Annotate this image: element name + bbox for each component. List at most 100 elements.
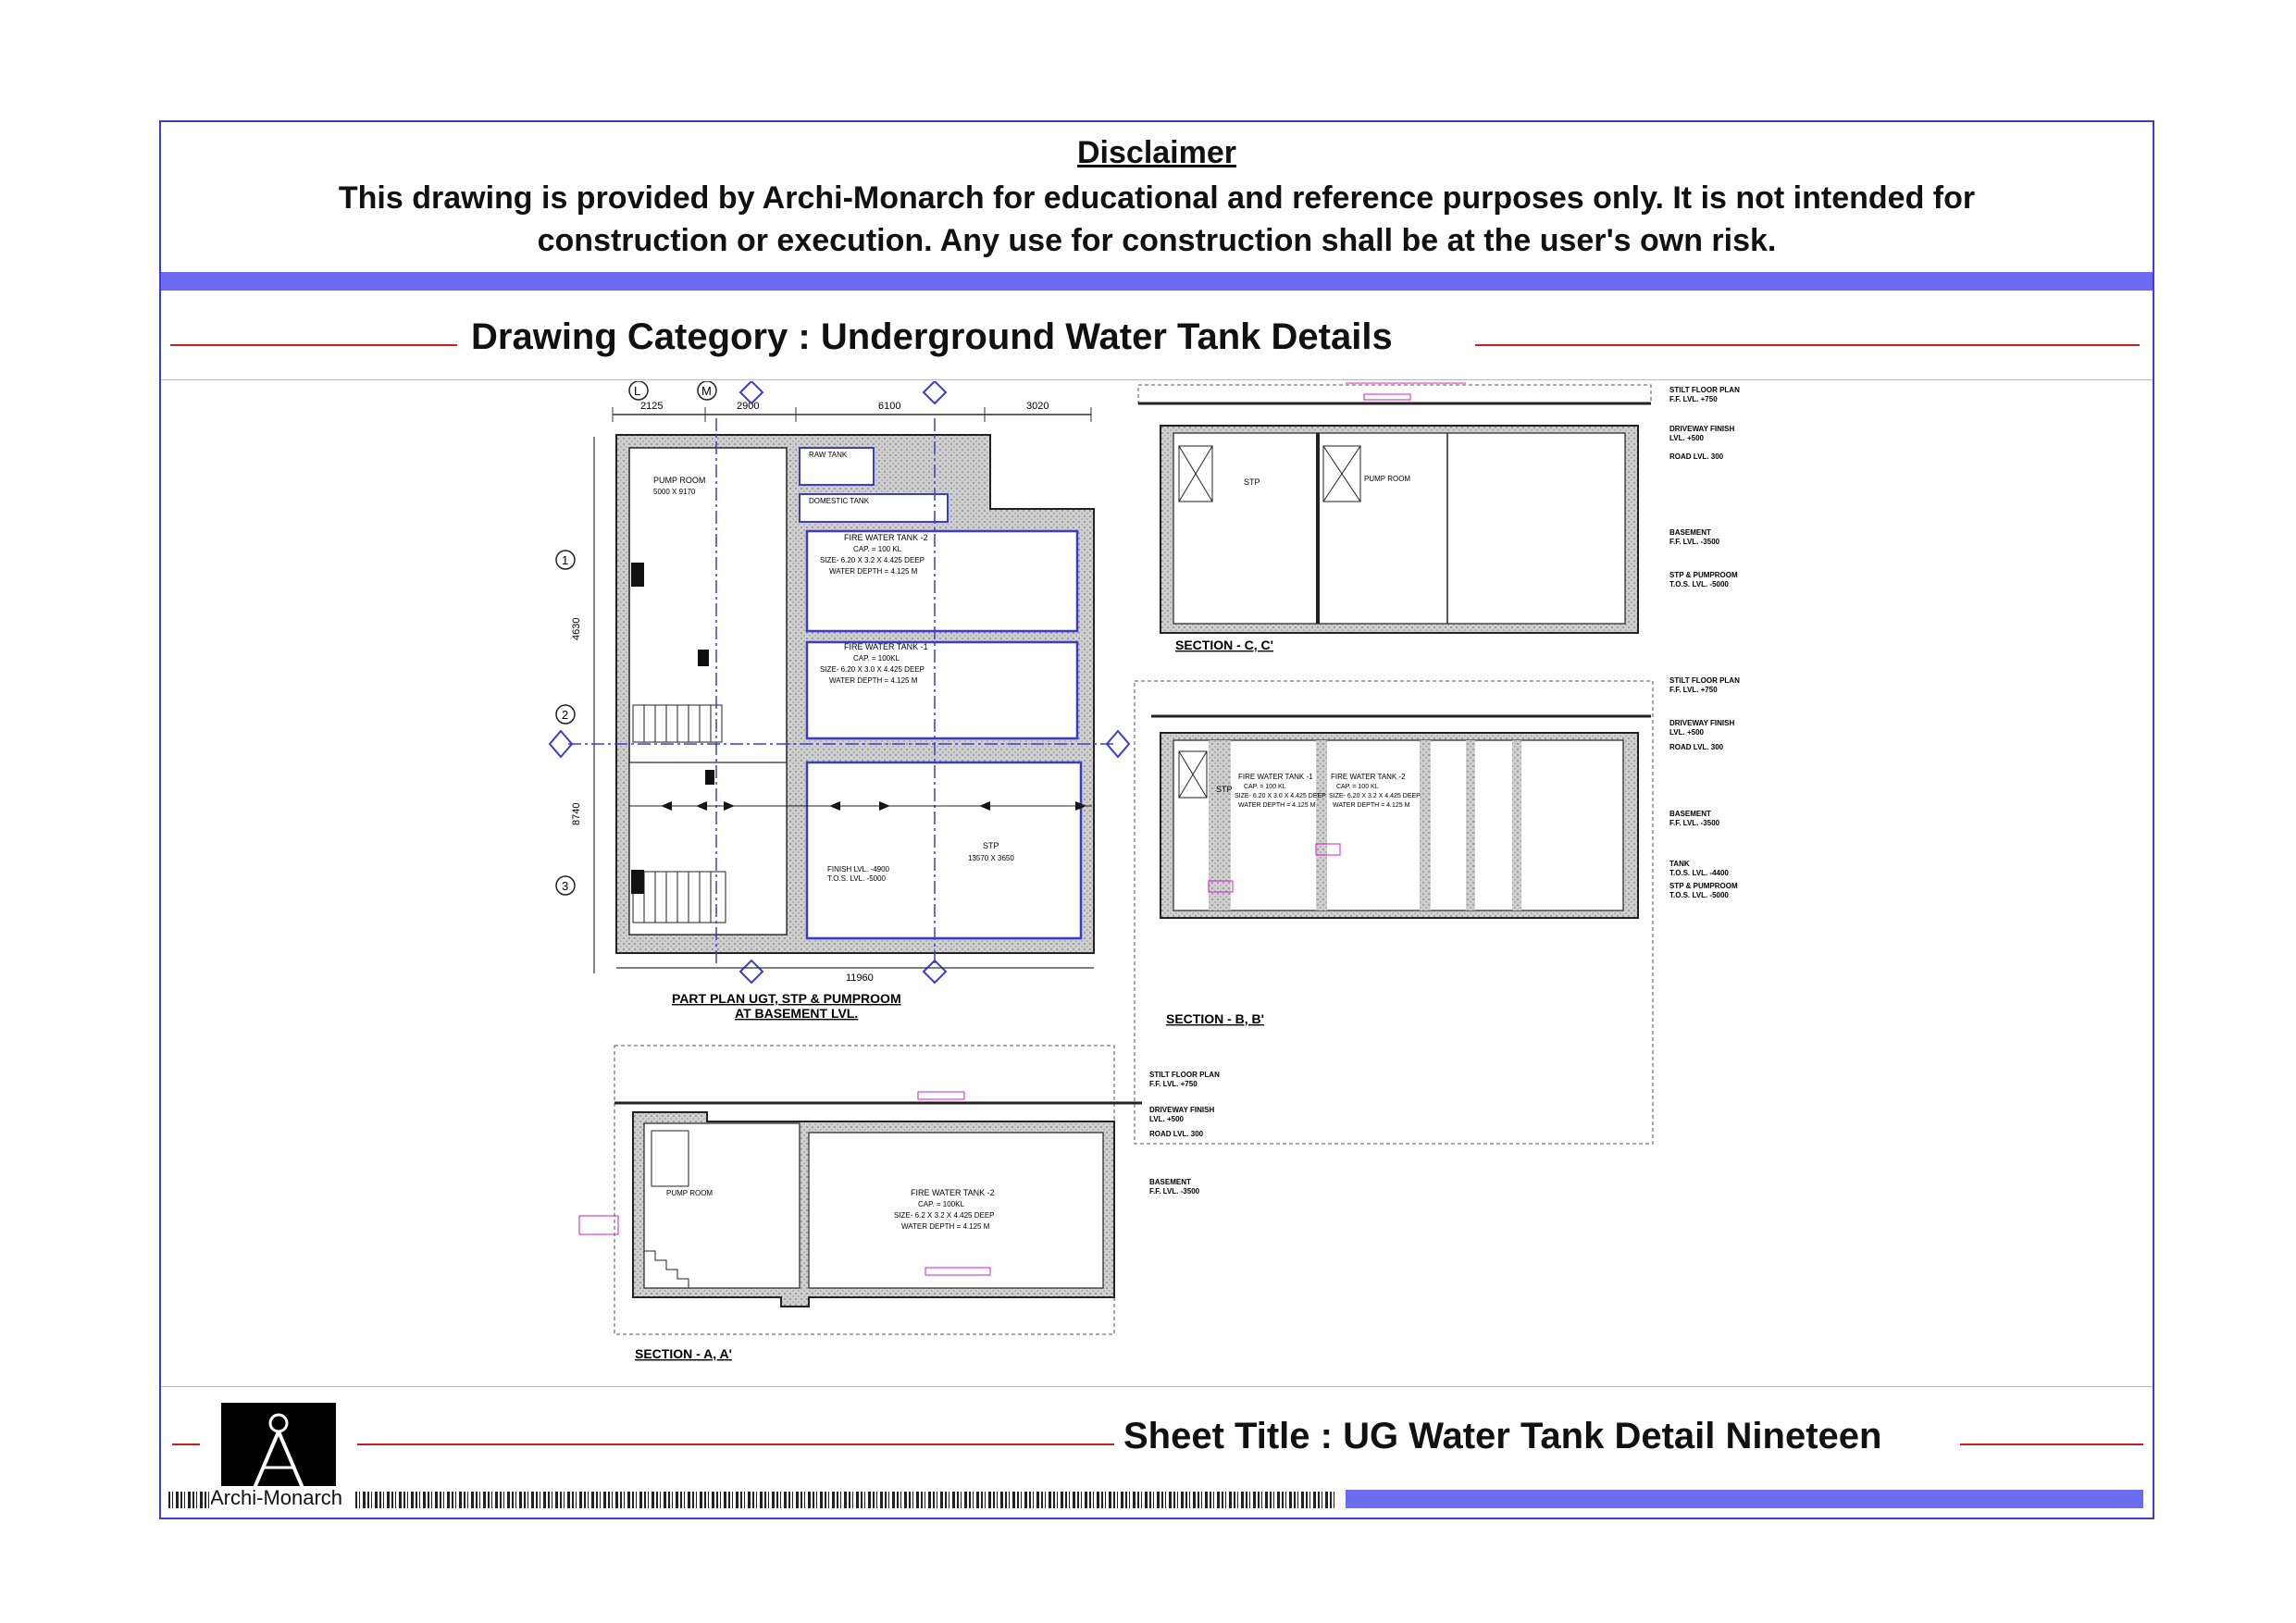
section-bb-tank2-label: FIRE WATER TANK -2: [1331, 773, 1406, 781]
section-cc-title: SECTION - C, C': [1175, 638, 1273, 652]
plan-fire-tank-2-label: FIRE WATER TANK -2: [844, 533, 928, 542]
plan-dim-top-2: 2900: [737, 401, 759, 412]
plan-fire-tank-2-size: SIZE- 6.20 X 3.2 X 4.425 DEEP: [820, 556, 925, 564]
level-stp-pump-cc: STP & PUMPROOM: [1669, 571, 1738, 579]
grid-bubble-m: [697, 381, 717, 401]
title-block: Archi-Monarch Sheet Title : UG Water Tan…: [161, 1392, 2153, 1519]
level-tank-bb: TANK: [1669, 860, 1690, 868]
level-stilt-lvl-cc: F.F. LVL. +750: [1669, 395, 1718, 403]
grid-label-l: L: [634, 384, 640, 398]
plan-tos-lvl: T.O.S. LVL. -5000: [827, 874, 887, 883]
level-tank-lvl-bb: T.O.S. LVL. -4400: [1669, 869, 1729, 877]
plan-pump-room-label: PUMP ROOM: [653, 476, 705, 485]
section-bb-tank1-cap: CAP. = 100 KL: [1244, 784, 1286, 790]
plan-fire-tank-1-label: FIRE WATER TANK -1: [844, 642, 928, 651]
section-bb-title: SECTION - B, B': [1166, 1011, 1264, 1026]
grid-bubble-l: [628, 381, 649, 401]
plan-pump-room-size: 5000 X 9170: [653, 488, 696, 496]
plan-dim-bottom: 11960: [846, 973, 874, 984]
section-aa-tank-cap: CAP. = 100KL: [918, 1200, 964, 1208]
section-cc-stp: STP: [1244, 477, 1260, 487]
plan-dim-top-1: 2125: [640, 401, 663, 412]
plan-stp-label: STP: [983, 841, 999, 850]
level-labels: STILT FLOOR PLAN F.F. LVL. +750 DRIVEWAY…: [1149, 386, 1740, 1196]
plan-fire-tank-2-cap: CAP. = 100 KL: [853, 545, 902, 553]
level-road-aa: ROAD LVL. 300: [1149, 1130, 1204, 1138]
footer-separator: [161, 1386, 2153, 1387]
section-bb-tank2-depth: WATER DEPTH = 4.125 M: [1333, 802, 1410, 809]
plan-dim-top-3: 6100: [878, 401, 900, 412]
plan-finish-lvl: FINISH LVL. -4900: [827, 865, 890, 873]
plan-domestic-tank-label: DOMESTIC TANK: [809, 497, 870, 505]
section-bb-tank1-depth: WATER DEPTH = 4.125 M: [1238, 802, 1316, 809]
section-aa-tank-label: FIRE WATER TANK -2: [911, 1188, 995, 1197]
grid-label-m: M: [701, 384, 712, 398]
disclaimer-line-2: construction or execution. Any use for c…: [537, 223, 1777, 258]
barcode-strip: [355, 1492, 1336, 1508]
grid-label-2: 2: [562, 708, 568, 722]
level-driveway-lvl-aa: LVL. +500: [1149, 1115, 1185, 1123]
section-bb-tank1-size: SIZE- 6.20 X 3.0 X 4.425 DEEP: [1235, 793, 1326, 799]
plan-dim-top-4: 3020: [1026, 401, 1049, 412]
level-road-bb: ROAD LVL. 300: [1669, 743, 1724, 751]
section-bb: STP FIRE WATER TANK -1 CAP. = 100 KL SIZ…: [1134, 680, 1654, 1145]
plan-stp-size: 13570 X 3650: [968, 854, 1014, 862]
section-marker-bottom-1: [738, 959, 764, 985]
sheet-title: Sheet Title : UG Water Tank Detail Ninet…: [1123, 1416, 1882, 1456]
grid-bubble-3: [555, 875, 576, 896]
section-bb-stp: STP: [1216, 785, 1233, 794]
category-title: Drawing Category : Underground Water Tan…: [471, 316, 1393, 357]
archi-monarch-logo: [221, 1403, 336, 1492]
level-basement-aa: BASEMENT: [1149, 1178, 1191, 1186]
disclaimer-text: This drawing is provided by Archi-Monarc…: [217, 177, 2097, 262]
disclaimer-line-1: This drawing is provided by Archi-Monarc…: [338, 180, 1976, 216]
section-marker-top-2: [738, 381, 764, 405]
level-driveway-lvl-cc: LVL. +500: [1669, 434, 1705, 442]
grid-label-3: 3: [562, 879, 568, 893]
drawing-area: 2125 2900 6100 3020 L M 1 2 3 4630 8740: [548, 381, 1740, 1361]
section-cc-pump-room: PUMP ROOM: [1364, 475, 1410, 483]
level-basement-bb: BASEMENT: [1669, 810, 1711, 818]
level-basement-cc: BASEMENT: [1669, 528, 1711, 537]
grid-label-1: 1: [562, 553, 568, 567]
level-driveway-aa: DRIVEWAY FINISH: [1149, 1106, 1214, 1114]
level-stilt-lvl-bb: F.F. LVL. +750: [1669, 686, 1718, 694]
plan-raw-tank-label: RAW TANK: [809, 451, 848, 459]
grid-bubble-2: [555, 704, 576, 725]
brand-name: Archi-Monarch: [207, 1486, 346, 1510]
category-separator: [161, 379, 2153, 380]
plan-title-line-1: PART PLAN UGT, STP & PUMPROOM: [672, 991, 901, 1006]
section-aa: PUMP ROOM FIRE WATER TANK -2 CAP. = 100K…: [578, 1045, 1142, 1361]
grid-bubble-1: [555, 550, 576, 570]
section-bb-tank2-size: SIZE- 6.20 X 3.2 X 4.425 DEEP: [1329, 793, 1421, 799]
category-rule-left: [170, 344, 457, 346]
part-plan: 2125 2900 6100 3020 L M 1 2 3 4630 8740: [548, 381, 1131, 1021]
disclaimer-block: Disclaimer This drawing is provided by A…: [161, 122, 2153, 270]
footer-rule-left-short: [172, 1443, 200, 1445]
section-marker-top-1: [922, 381, 948, 405]
level-stilt-bb: STILT FLOOR PLAN: [1669, 676, 1740, 685]
category-rule-right: [1475, 344, 2140, 346]
level-basement-lvl-bb: F.F. LVL. -3500: [1669, 819, 1720, 827]
section-aa-tank-depth: WATER DEPTH = 4.125 M: [901, 1222, 990, 1231]
category-header: Drawing Category : Underground Water Tan…: [161, 316, 2153, 372]
level-stilt-lvl-aa: F.F. LVL. +750: [1149, 1080, 1198, 1088]
plan-fire-tank-1-depth: WATER DEPTH = 4.125 M: [829, 676, 918, 685]
compass-icon: [253, 1413, 304, 1489]
footer-accent-bar: [1346, 1490, 2143, 1508]
plan-dim-left-1: 4630: [571, 618, 582, 640]
section-aa-pump-room: PUMP ROOM: [666, 1189, 713, 1197]
level-driveway-bb: DRIVEWAY FINISH: [1669, 719, 1734, 727]
plan-fire-tank-1-size: SIZE- 6.20 X 3.0 X 4.425 DEEP: [820, 665, 925, 674]
drawing-sheet: Disclaimer This drawing is provided by A…: [159, 120, 2154, 1519]
level-stp-pump-lvl-cc: T.O.S. LVL. -5000: [1669, 580, 1729, 588]
level-road-cc: ROAD LVL. 300: [1669, 452, 1724, 461]
level-stp-pump-bb: STP & PUMPROOM: [1669, 882, 1738, 890]
section-marker-bottom-2: [922, 959, 948, 985]
section-aa-title: SECTION - A, A': [635, 1346, 732, 1361]
section-marker-bb-right: [1105, 729, 1131, 759]
plan-dim-left-2: 8740: [571, 803, 582, 825]
barcode-strip-left: [168, 1492, 211, 1508]
plan-fire-tank-2-depth: WATER DEPTH = 4.125 M: [829, 567, 918, 576]
plan-fire-tank-1-cap: CAP. = 100KL: [853, 654, 900, 663]
